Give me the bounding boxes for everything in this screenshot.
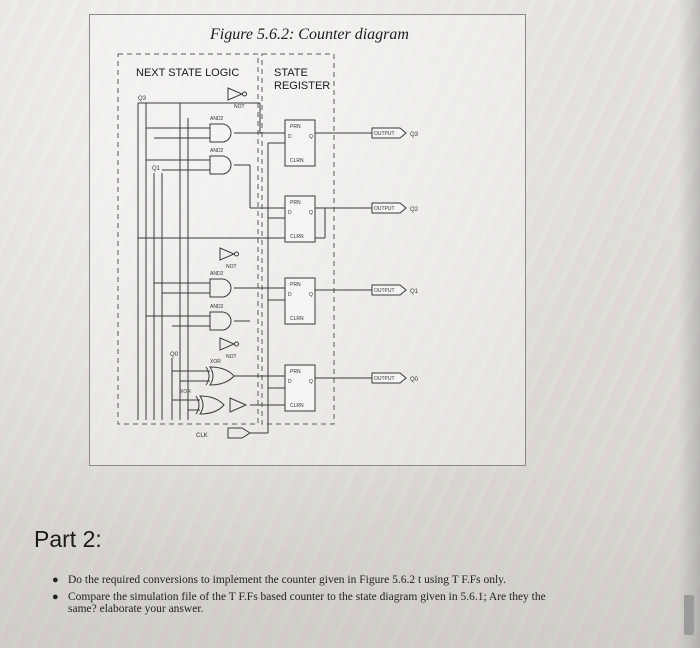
flip-flop-q0-body xyxy=(284,364,316,412)
output-q2-name: Q2 xyxy=(410,207,419,213)
and-gate-2-label: AND2 xyxy=(210,148,224,154)
output-q1-label: OUTPUT xyxy=(374,288,395,294)
ff-q1-clrn: CLRN xyxy=(290,316,304,322)
output-q3-label: OUTPUT xyxy=(374,131,395,137)
figure-caption: Figure 5.6.2: Counter diagram xyxy=(210,26,409,43)
wire-bus xyxy=(137,102,372,434)
and-gate-2-symbol xyxy=(209,155,232,175)
ff-q0-prn: PRN xyxy=(290,369,301,375)
clk-input-symbol xyxy=(227,427,251,439)
state-register-label-1: STATE xyxy=(274,67,308,79)
instruction-text-1: Do the required conversions to implement… xyxy=(68,574,507,586)
and-gate-3-symbol xyxy=(209,278,232,298)
list-item: ● Compare the simulation file of the T F… xyxy=(44,591,564,616)
output-pin-q1-symbol xyxy=(371,284,407,296)
not-gate-2-bubble xyxy=(234,251,239,257)
ff-q3-q: Q xyxy=(309,134,313,140)
ff-q3-clrn: CLRN xyxy=(290,158,304,164)
and-gate-3-label: AND2 xyxy=(210,271,224,277)
counter-diagram: NEXT STATE LOGIC STATE REGISTER Q3 Q1 Q0… xyxy=(117,53,419,439)
output-pin-q3-symbol xyxy=(371,127,407,139)
flip-flop-q2-body xyxy=(284,195,316,243)
part-heading: Part 2: xyxy=(34,526,102,552)
xor-gate-1-label: XOR xyxy=(210,359,221,365)
ff-q1-q: Q xyxy=(309,292,313,298)
xor-gate-2-label: XOR xyxy=(180,389,191,395)
ff-q3-prn: PRN xyxy=(290,124,301,130)
not-gate-3-label: NOT xyxy=(226,354,237,360)
output-q3-name: Q3 xyxy=(410,132,419,138)
bullet-dot-icon: ● xyxy=(52,590,59,603)
input-clk-label: CLK xyxy=(196,433,208,439)
ff-q2-prn: PRN xyxy=(290,200,301,206)
xor-gate-1-symbol xyxy=(209,366,235,386)
not-gate-1-symbol xyxy=(227,87,244,101)
scrollbar-thumb[interactable] xyxy=(684,595,694,635)
output-q2-label: OUTPUT xyxy=(374,206,395,212)
input-q0-label: Q0 xyxy=(170,352,179,358)
ff-q2-d: D xyxy=(288,210,292,216)
ff-q1-prn: PRN xyxy=(290,282,301,288)
ff-q0-clrn: CLRN xyxy=(290,403,304,409)
ff-q0-q: Q xyxy=(309,379,313,385)
output-pin-q0-symbol xyxy=(371,372,407,384)
and-gate-1-label: AND2 xyxy=(210,116,224,122)
not-gate-1-bubble xyxy=(242,91,247,97)
output-pin-q2-symbol xyxy=(371,202,407,214)
and-gate-4-symbol xyxy=(209,311,232,331)
flip-flop-q1-body xyxy=(284,277,316,325)
and-gate-1-symbol xyxy=(209,123,232,143)
xor-gate-2-symbol xyxy=(199,395,225,415)
list-item: ● Do the required conversions to impleme… xyxy=(44,574,564,587)
and-gate-4-label: AND2 xyxy=(210,304,224,310)
instruction-text-2: Compare the simulation file of the T F.F… xyxy=(68,590,546,616)
ff-q2-q: Q xyxy=(309,210,313,216)
ff-q0-d: D xyxy=(288,379,292,385)
output-q0-label: OUTPUT xyxy=(374,376,395,382)
not-gate-1-label: NOT xyxy=(234,104,245,110)
output-q1-name: Q1 xyxy=(410,289,419,295)
page-edge-shadow xyxy=(678,0,700,648)
ff-q1-d: D xyxy=(288,292,292,298)
not-gate-2-symbol xyxy=(219,247,236,261)
bullet-dot-icon: ● xyxy=(52,574,59,586)
not-gate-3-symbol xyxy=(219,337,236,351)
input-q1-label: Q1 xyxy=(152,166,161,172)
state-register-label-2: REGISTER xyxy=(274,80,330,92)
instruction-list: ● Do the required conversions to impleme… xyxy=(44,574,564,620)
xor-gate-2-arc xyxy=(195,395,200,415)
not-gate-2-label: NOT xyxy=(226,264,237,270)
state-register-box xyxy=(261,53,335,425)
ff-q2-clrn: CLRN xyxy=(290,234,304,240)
xor-gate-1-arc xyxy=(205,366,210,386)
flip-flop-q3-body xyxy=(284,119,316,167)
input-q3-label: Q3 xyxy=(138,96,147,102)
next-state-logic-label: NEXT STATE LOGIC xyxy=(136,67,239,79)
ff-q3-d: D xyxy=(288,134,292,140)
not-gate-3-bubble xyxy=(234,341,239,347)
output-q0-name: Q0 xyxy=(410,377,419,383)
next-state-logic-box xyxy=(117,53,259,425)
buffer-gate-symbol xyxy=(229,397,248,413)
